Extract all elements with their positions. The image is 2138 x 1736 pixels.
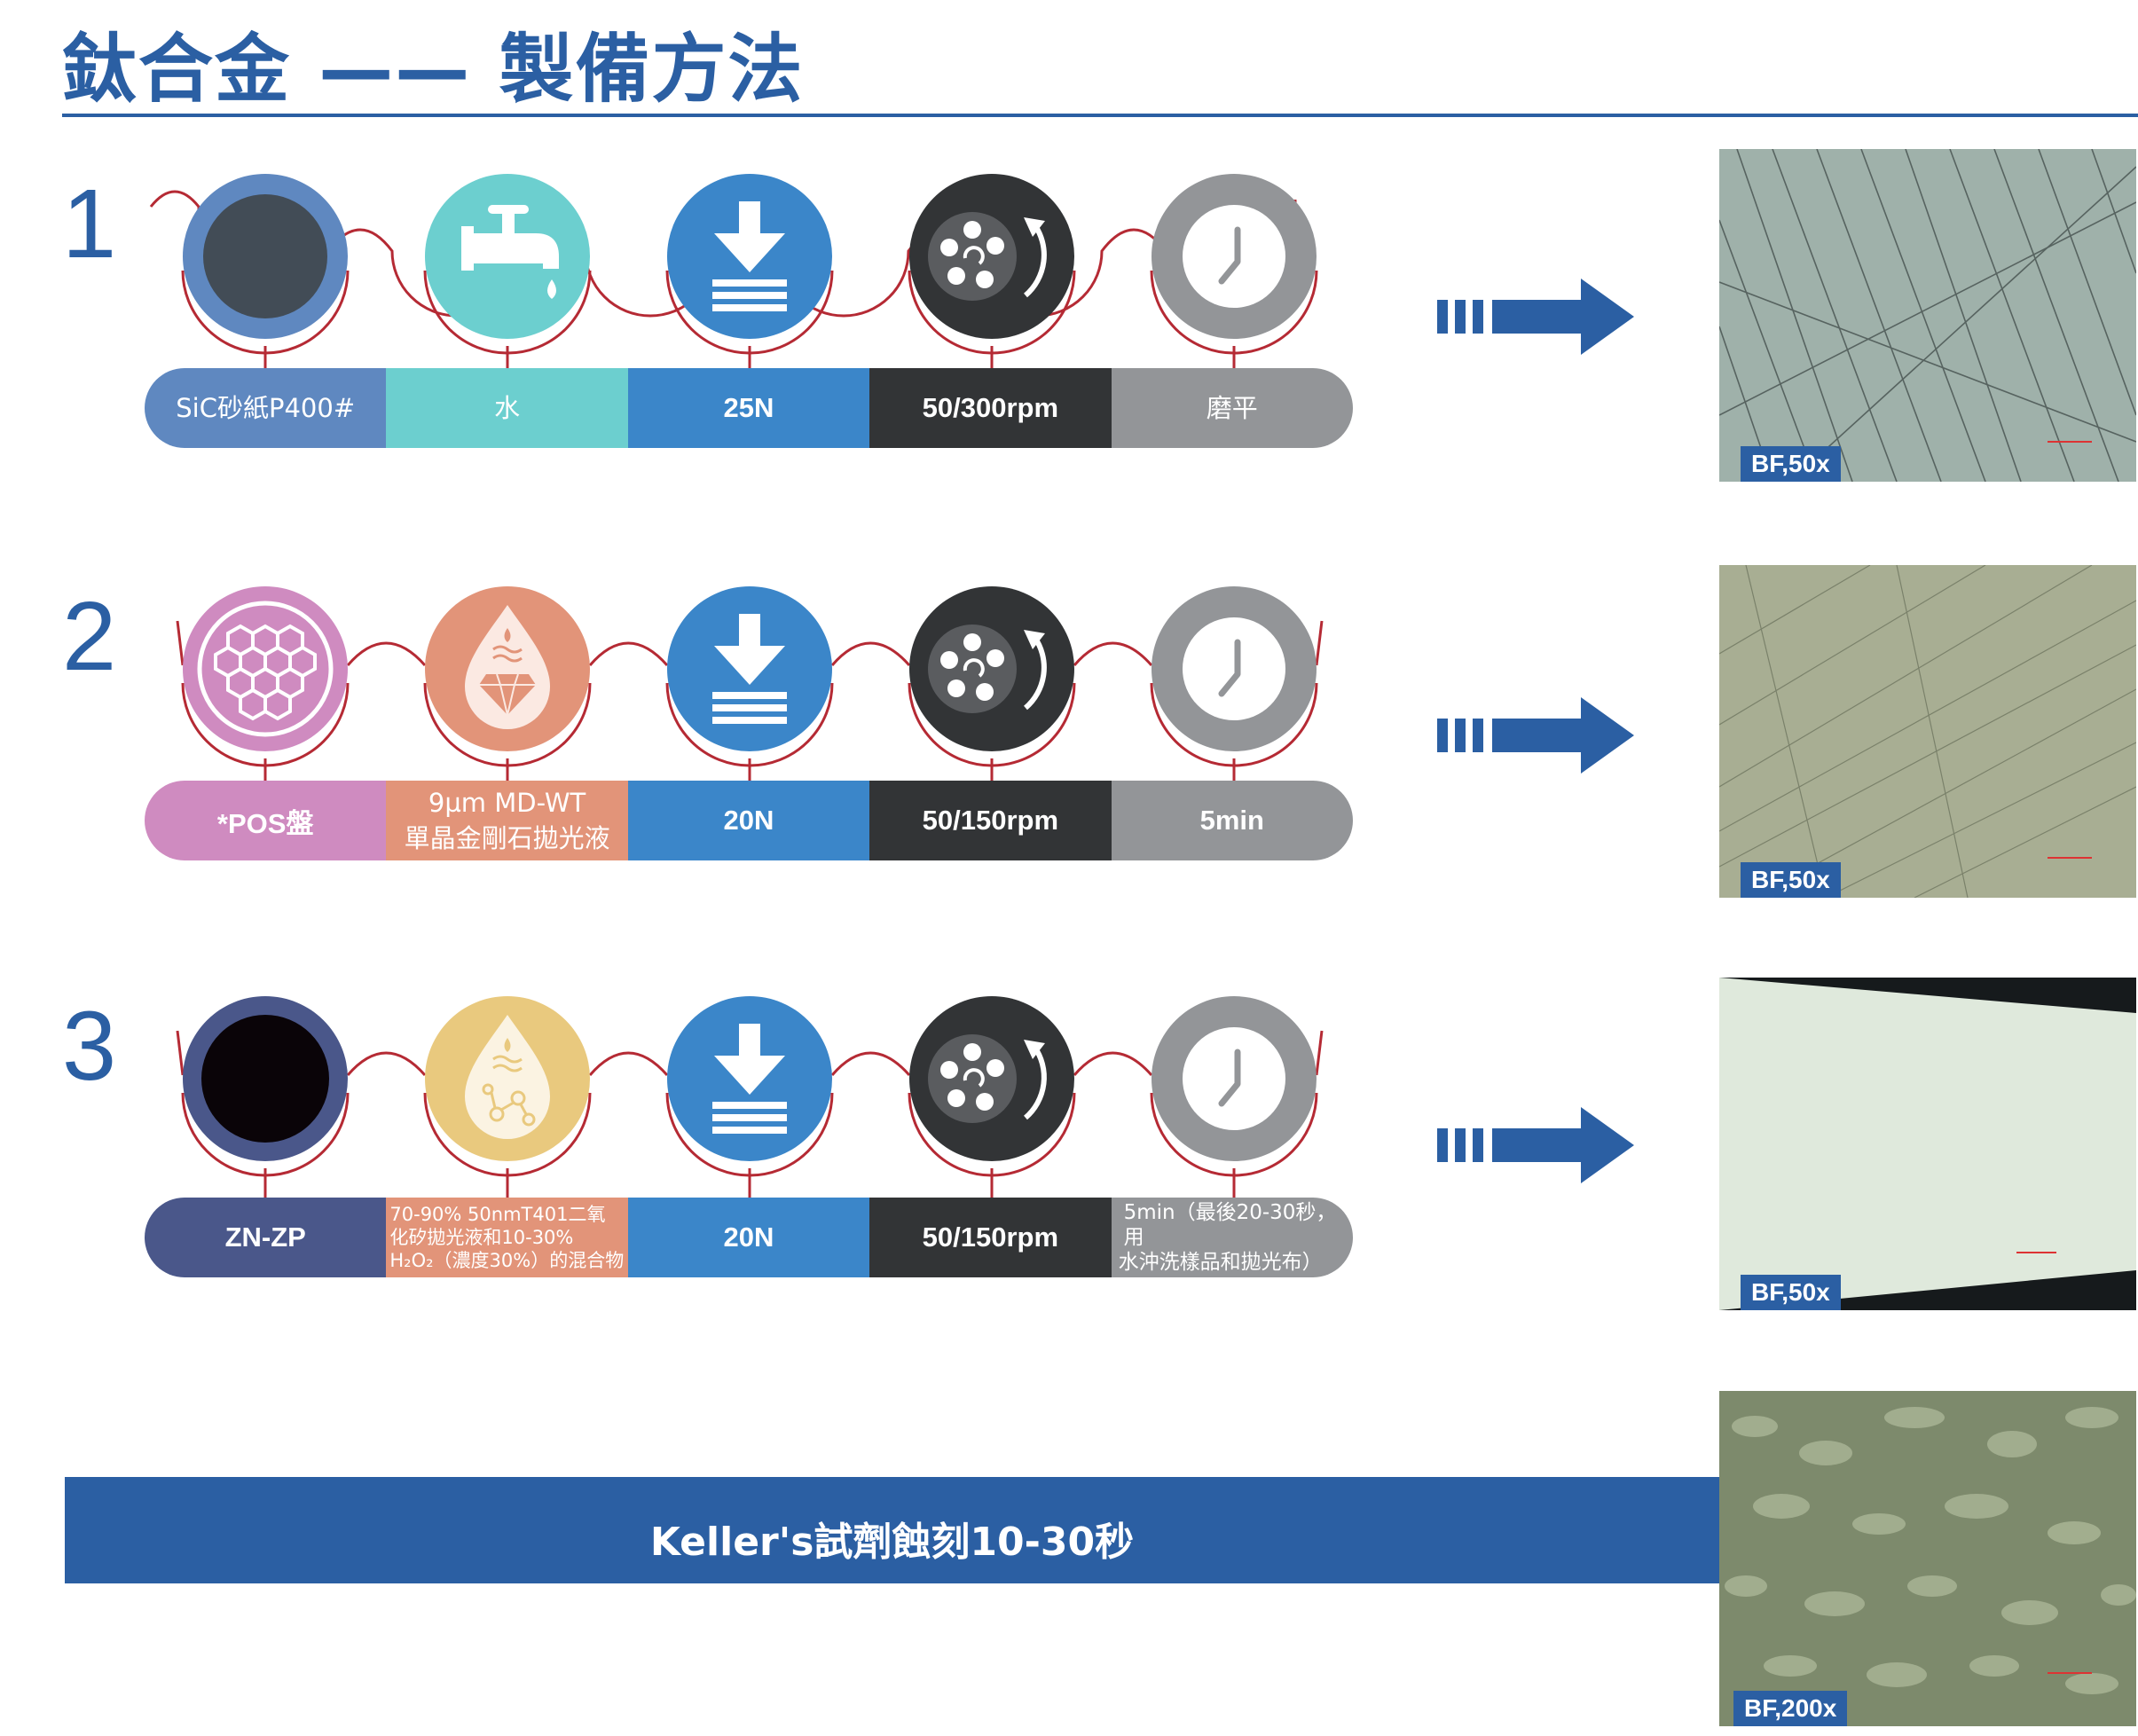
micrograph-etched: BF,200x xyxy=(1719,1391,2136,1726)
lubricant-text-line2: 化矽拋光液和10-30% xyxy=(389,1227,574,1248)
rotation-speed-icon xyxy=(909,586,1074,751)
parameter-bar: ZN-ZP 70-90% 50nmT401二氧 化矽拋光液和10-30% H₂O… xyxy=(145,1198,1353,1277)
lubricant-label: 9µm MD-WT 單晶金剛石拋光液 xyxy=(386,781,628,860)
clock-icon xyxy=(1152,586,1317,751)
step-number: 3 xyxy=(62,992,117,1101)
step-2-arrow-icon xyxy=(1437,697,1634,774)
speed-text: 50/300rpm xyxy=(922,392,1059,423)
colloidal-silica-icon xyxy=(425,996,590,1161)
micrograph-step-3: BF,50x xyxy=(1719,978,2136,1310)
step-1-wave-icons xyxy=(149,174,1318,368)
time-label: 5min（最後20-30秒，用 水沖洗樣品和拋光布） xyxy=(1111,1198,1353,1277)
parameter-bar: *POS盤 9µm MD-WT 單晶金剛石拋光液 20N 50/150rpm 5… xyxy=(145,781,1353,860)
lubricant-text: 水 xyxy=(494,393,521,423)
clock-icon xyxy=(1152,996,1317,1161)
speed-text: 50/150rpm xyxy=(922,805,1059,836)
diamond-suspension-icon xyxy=(425,586,590,751)
sic-paper-disc-icon xyxy=(183,174,348,339)
time-label: 磨平 xyxy=(1111,368,1353,448)
lubricant-text-line2: 單晶金剛石拋光液 xyxy=(404,823,610,853)
lubricant-text-line3: H₂O₂（濃度30%）的混合物 xyxy=(389,1250,625,1271)
magnification-label: BF,200x xyxy=(1733,1691,1848,1726)
force-text: 25N xyxy=(723,392,774,423)
rotation-speed-icon xyxy=(909,174,1074,339)
step-1: 1 xyxy=(0,146,1384,448)
force-down-icon xyxy=(667,174,832,339)
surface-label: SiC砂紙P400# xyxy=(145,368,387,448)
micrograph-step-1: BF,50x xyxy=(1719,149,2136,482)
magnification-label: BF,50x xyxy=(1741,446,1841,482)
speed-text: 50/150rpm xyxy=(922,1221,1059,1253)
force-down-icon xyxy=(667,996,832,1161)
zn-zp-cloth-icon xyxy=(183,996,348,1161)
pos-disc-icon xyxy=(183,586,348,751)
clock-icon xyxy=(1152,174,1317,339)
force-label: 25N xyxy=(627,368,870,448)
lubricant-label: 水 xyxy=(386,368,628,448)
etch-step-text: Keller's試劑蝕刻10-30秒 xyxy=(649,1520,1135,1565)
surface-text: *POS盤 xyxy=(216,807,314,839)
surface-label: *POS盤 xyxy=(145,781,387,860)
step-number: 2 xyxy=(62,582,117,691)
time-text: 磨平 xyxy=(1206,393,1258,423)
water-tap-icon xyxy=(425,174,590,339)
force-down-icon xyxy=(667,586,832,751)
time-text: 5min xyxy=(1199,805,1264,836)
rotation-speed-icon xyxy=(909,996,1074,1161)
surface-label: ZN-ZP xyxy=(145,1198,387,1277)
step-3-arrow-icon xyxy=(1437,1107,1634,1183)
force-label: 20N xyxy=(627,781,870,860)
step-2: 2 xyxy=(0,559,1384,860)
speed-label: 50/150rpm xyxy=(869,781,1112,860)
speed-label: 50/150rpm xyxy=(869,1198,1112,1277)
step-3: 3 xyxy=(0,969,1384,1277)
page-title: 鈦合金 —— 製備方法 xyxy=(62,26,805,113)
force-label: 20N xyxy=(627,1198,870,1277)
magnification-label: BF,50x xyxy=(1741,1275,1841,1310)
etch-step-banner: Keller's試劑蝕刻10-30秒 xyxy=(65,1477,1719,1583)
parameter-bar: SiC砂紙P400# 水 25N 50/300rpm 磨平 xyxy=(145,368,1353,448)
surface-text: ZN-ZP xyxy=(224,1221,306,1253)
lubricant-label: 70-90% 50nmT401二氧 化矽拋光液和10-30% H₂O₂（濃度30… xyxy=(386,1198,628,1277)
micrograph-step-2: BF,50x xyxy=(1719,565,2136,898)
lubricant-text-line1: 70-90% 50nmT401二氧 xyxy=(389,1204,606,1225)
lubricant-text-line1: 9µm MD-WT xyxy=(428,788,586,818)
magnification-label: BF,50x xyxy=(1741,862,1841,898)
title-underline xyxy=(62,114,2138,117)
time-text-line1: 5min（最後20-30秒，用 xyxy=(1123,1201,1337,1249)
speed-label: 50/300rpm xyxy=(869,368,1112,448)
step-number: 1 xyxy=(62,169,117,279)
force-text: 20N xyxy=(723,1221,774,1253)
step-2-wave-icons xyxy=(176,586,1324,782)
step-3-wave-icons xyxy=(176,996,1324,1199)
time-label: 5min xyxy=(1111,781,1353,860)
force-text: 20N xyxy=(723,805,774,836)
step-1-arrow-icon xyxy=(1437,279,1634,355)
time-text-line2: 水沖洗樣品和拋光布） xyxy=(1118,1251,1323,1274)
surface-text: SiC砂紙P400# xyxy=(176,393,356,423)
